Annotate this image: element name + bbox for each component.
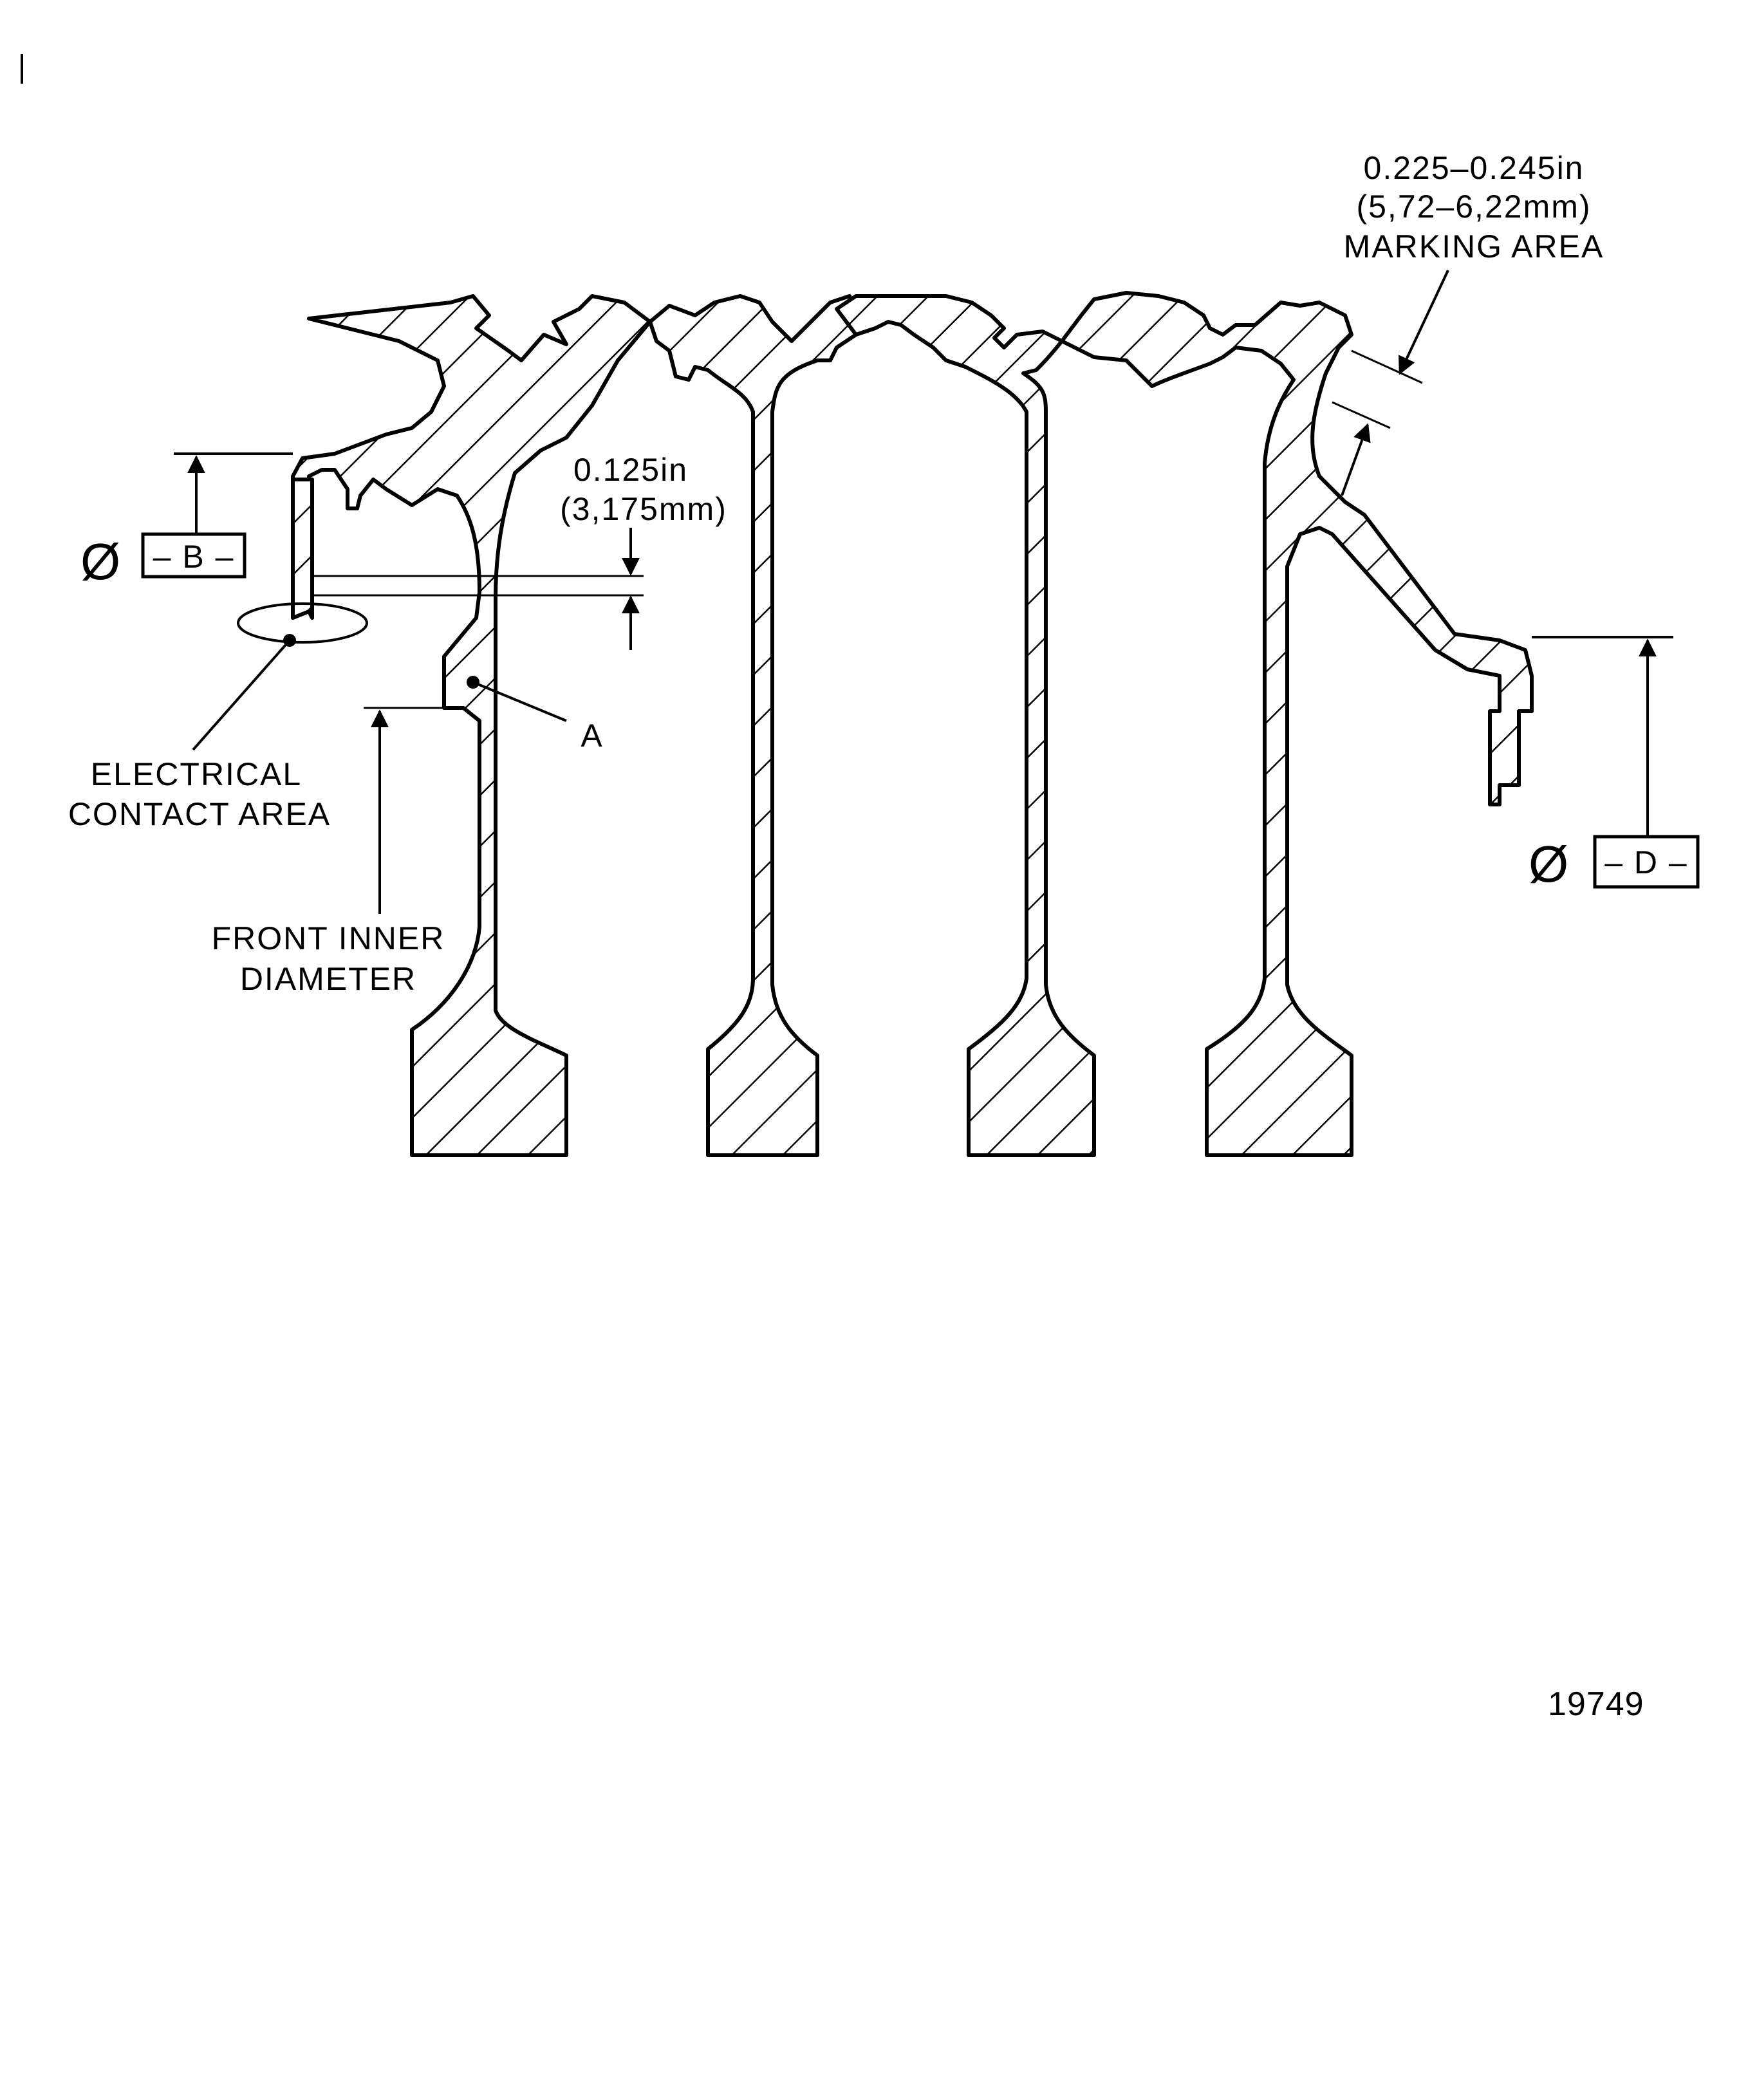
marking-ext-lower <box>1332 401 1391 429</box>
datum-b-label: – B – <box>153 539 235 575</box>
marking-ext-upper <box>1351 349 1423 384</box>
datum-b-diameter-symbol: Ø <box>80 533 122 590</box>
electrical-contact-label-2: CONTACT AREA <box>68 796 331 832</box>
front-disk-section <box>291 294 652 1157</box>
rear-disk-section <box>1060 291 1534 1157</box>
marking-dim-inches: 0.225–0.245in <box>1364 150 1585 186</box>
marking-dim-mm: (5,72–6,22mm) <box>1356 189 1591 225</box>
gap-dim-mm: (3,175mm) <box>560 491 727 527</box>
front-arm-tab <box>291 478 314 620</box>
figure-number: 19749 <box>1548 1686 1644 1723</box>
disk-2-section <box>648 294 864 1157</box>
electrical-contact-ellipse <box>237 602 368 644</box>
point-a-leader <box>472 681 567 722</box>
gap-dim-inches: 0.125in <box>573 452 688 488</box>
datum-d-label: – D – <box>1604 844 1688 880</box>
point-a-label: A <box>581 718 603 754</box>
marking-dim-arrow-in <box>1399 270 1449 375</box>
datum-d-diameter-symbol: Ø <box>1529 835 1570 893</box>
electrical-contact-leader <box>192 639 291 751</box>
datum-d-box <box>1593 835 1700 889</box>
marking-dim-arrow-out <box>1341 423 1371 496</box>
electrical-contact-label-1: ELECTRICAL <box>91 756 302 792</box>
front-inner-label-1: FRONT INNER <box>212 920 445 956</box>
disk-3-section <box>835 294 1096 1157</box>
datum-b-box <box>141 532 246 579</box>
marking-area-label: MARKING AREA <box>1344 228 1604 265</box>
front-inner-label-2: DIAMETER <box>240 961 416 997</box>
